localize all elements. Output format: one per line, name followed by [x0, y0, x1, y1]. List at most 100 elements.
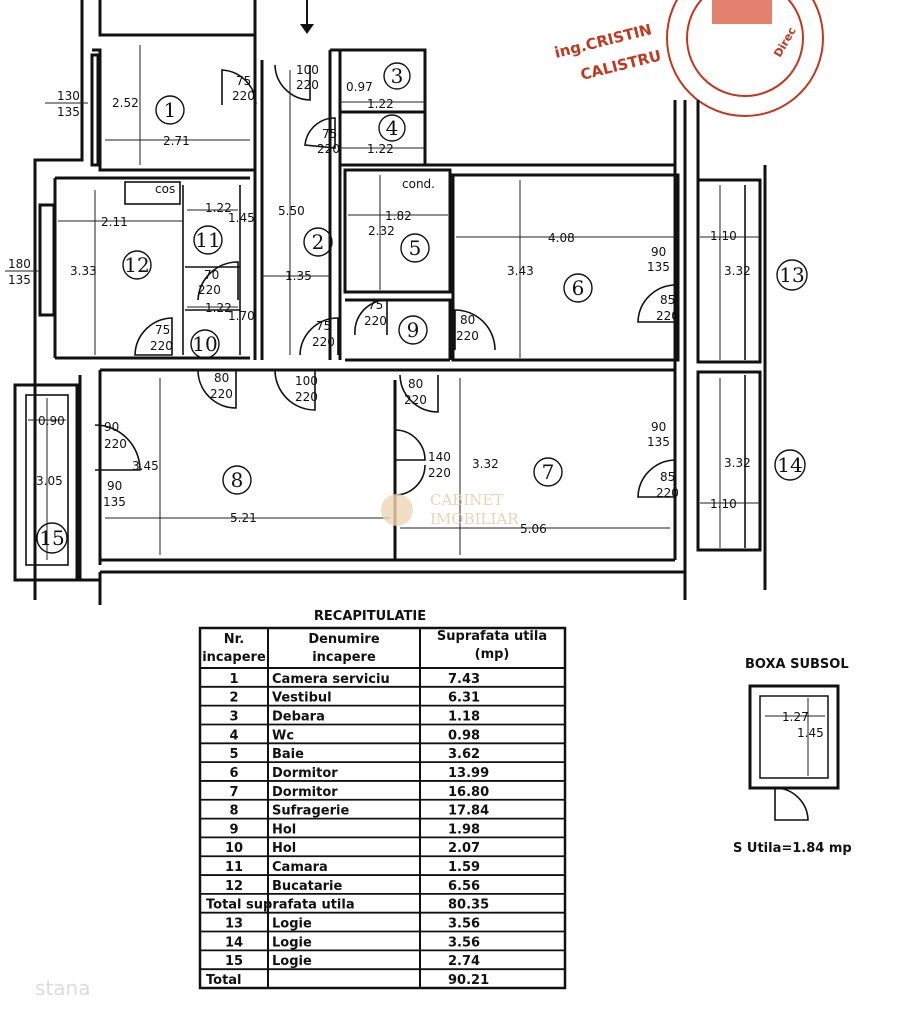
table-title: RECAPITULATIE: [314, 609, 426, 624]
table-cell-nr: 2: [229, 691, 238, 706]
room-number: 11: [195, 228, 220, 252]
table-cell-name: Baie: [272, 747, 304, 762]
header-den1: Denumire: [308, 632, 380, 647]
boxa-subsol: BOXA SUBSOL 1.27 1.45 S Utila=1.84 mp: [733, 657, 852, 856]
dim-text: 3.43: [507, 264, 534, 278]
door-width: 90: [104, 420, 119, 434]
table-cell-nr: 12: [225, 879, 243, 894]
door-height: 220: [364, 314, 387, 328]
room-number: 15: [39, 526, 64, 550]
door-height: 220: [656, 486, 679, 500]
dim-text: 3.32: [472, 457, 499, 471]
dim-text: 1.22: [367, 142, 394, 156]
dimension-texts: 2.52 2.71 5.50 1.35 0.97 1.22 1.22 2.11 …: [36, 80, 751, 536]
table-cell-name: Hol: [272, 822, 296, 837]
watermark-line1: CABINET: [430, 491, 503, 509]
door-height: 220: [150, 339, 173, 353]
table-cell-area: 1.98: [448, 822, 480, 837]
header-nr2: incapere: [202, 650, 266, 665]
door-height: 220: [198, 283, 221, 297]
door-width: 75: [322, 127, 337, 141]
door-width: 140: [428, 450, 451, 464]
table-cell-name: Wc: [272, 728, 294, 743]
table-cell-nr: 7: [229, 785, 238, 800]
stamp: ing.CRISTIN CALISTRU Direc: [553, 0, 824, 117]
table-cell-area: 2.07: [448, 841, 480, 856]
room-number: 6: [572, 276, 585, 300]
room-number: 14: [777, 453, 802, 477]
boxa-area: S Utila=1.84 mp: [733, 841, 852, 856]
door-labels: 75 220 100 220 75 220 70 220 75 220 75 2…: [5, 63, 679, 509]
door-width: 75: [155, 323, 170, 337]
room-number: 12: [124, 253, 149, 277]
table-cell-nr: 9: [229, 822, 238, 837]
door-height: 220: [656, 309, 679, 323]
room-number: 3: [391, 64, 404, 88]
label-cond: cond.: [402, 177, 435, 191]
table-cell-nr: 14: [225, 935, 243, 950]
boxa-title: BOXA SUBSOL: [745, 657, 849, 672]
door-height: 135: [647, 260, 670, 274]
table-cell-label: Total suprafata utila: [206, 898, 355, 913]
dim-text: 1.82: [385, 209, 412, 223]
door-height: 220: [404, 393, 427, 407]
door-width: 90: [107, 479, 122, 493]
room-number: 5: [409, 236, 422, 260]
door-width: 130: [57, 89, 80, 103]
door-width: 180: [8, 257, 31, 271]
dim-text: 3.32: [724, 456, 751, 470]
table-cell-nr: 6: [229, 766, 238, 781]
room-number: 8: [231, 468, 244, 492]
room-number: 4: [386, 116, 399, 140]
header-den2: incapere: [312, 650, 376, 665]
table-cell-name: Vestibul: [272, 691, 332, 706]
door-height: 220: [317, 142, 340, 156]
header-sup2: (mp): [475, 647, 510, 662]
dim-text: 1.22: [205, 201, 232, 215]
door-width: 90: [651, 420, 666, 434]
table-cell-name: Bucatarie: [272, 879, 342, 894]
dim-text: 3.45: [132, 459, 159, 473]
dim-text: 3.32: [724, 264, 751, 278]
dim-text: 1.35: [285, 269, 312, 283]
room-number: 10: [192, 332, 217, 356]
door-height: 135: [8, 273, 31, 287]
boxa-width: 1.27: [782, 710, 809, 724]
door-width: 80: [408, 377, 423, 391]
table-cell-area: 6.56: [448, 879, 480, 894]
table-cell-nr: 1: [229, 672, 238, 687]
dim-text: 2.11: [101, 215, 128, 229]
door-width: 100: [296, 63, 319, 77]
table-cell-nr: 11: [225, 860, 243, 875]
door-width: 75: [368, 298, 383, 312]
door-height: 220: [428, 466, 451, 480]
table-cell-area: 1.18: [448, 709, 480, 724]
dim-text: 2.32: [368, 224, 395, 238]
table-cell-nr: 10: [225, 841, 243, 856]
door-width: 100: [295, 374, 318, 388]
dim-text: 1.70: [228, 309, 255, 323]
room-number: 13: [779, 263, 804, 287]
header-nr1: Nr.: [224, 632, 244, 647]
header-sup1: Suprafata utila: [437, 629, 547, 644]
table-cell-area: 3.62: [448, 747, 480, 762]
door-height: 220: [456, 329, 479, 343]
dim-text: 1.10: [710, 229, 737, 243]
door-height: 220: [312, 335, 335, 349]
dim-text: 2.71: [163, 134, 190, 148]
door-width: 80: [214, 371, 229, 385]
table-cell-area: 1.59: [448, 860, 480, 875]
table-cell-nr: 8: [229, 804, 238, 819]
door-height: 220: [232, 89, 255, 103]
door-height: 220: [210, 387, 233, 401]
door-height: 220: [104, 437, 127, 451]
dim-text: 1.22: [205, 301, 232, 315]
room-number: 7: [542, 460, 555, 484]
table-cell-area: 3.56: [448, 935, 480, 950]
table-cell-name: Hol: [272, 841, 296, 856]
door-height: 135: [57, 105, 80, 119]
door-height: 135: [647, 435, 670, 449]
table-cell-area: 13.99: [448, 766, 489, 781]
dim-text: 5.21: [230, 511, 257, 525]
door-width: 90: [651, 245, 666, 259]
